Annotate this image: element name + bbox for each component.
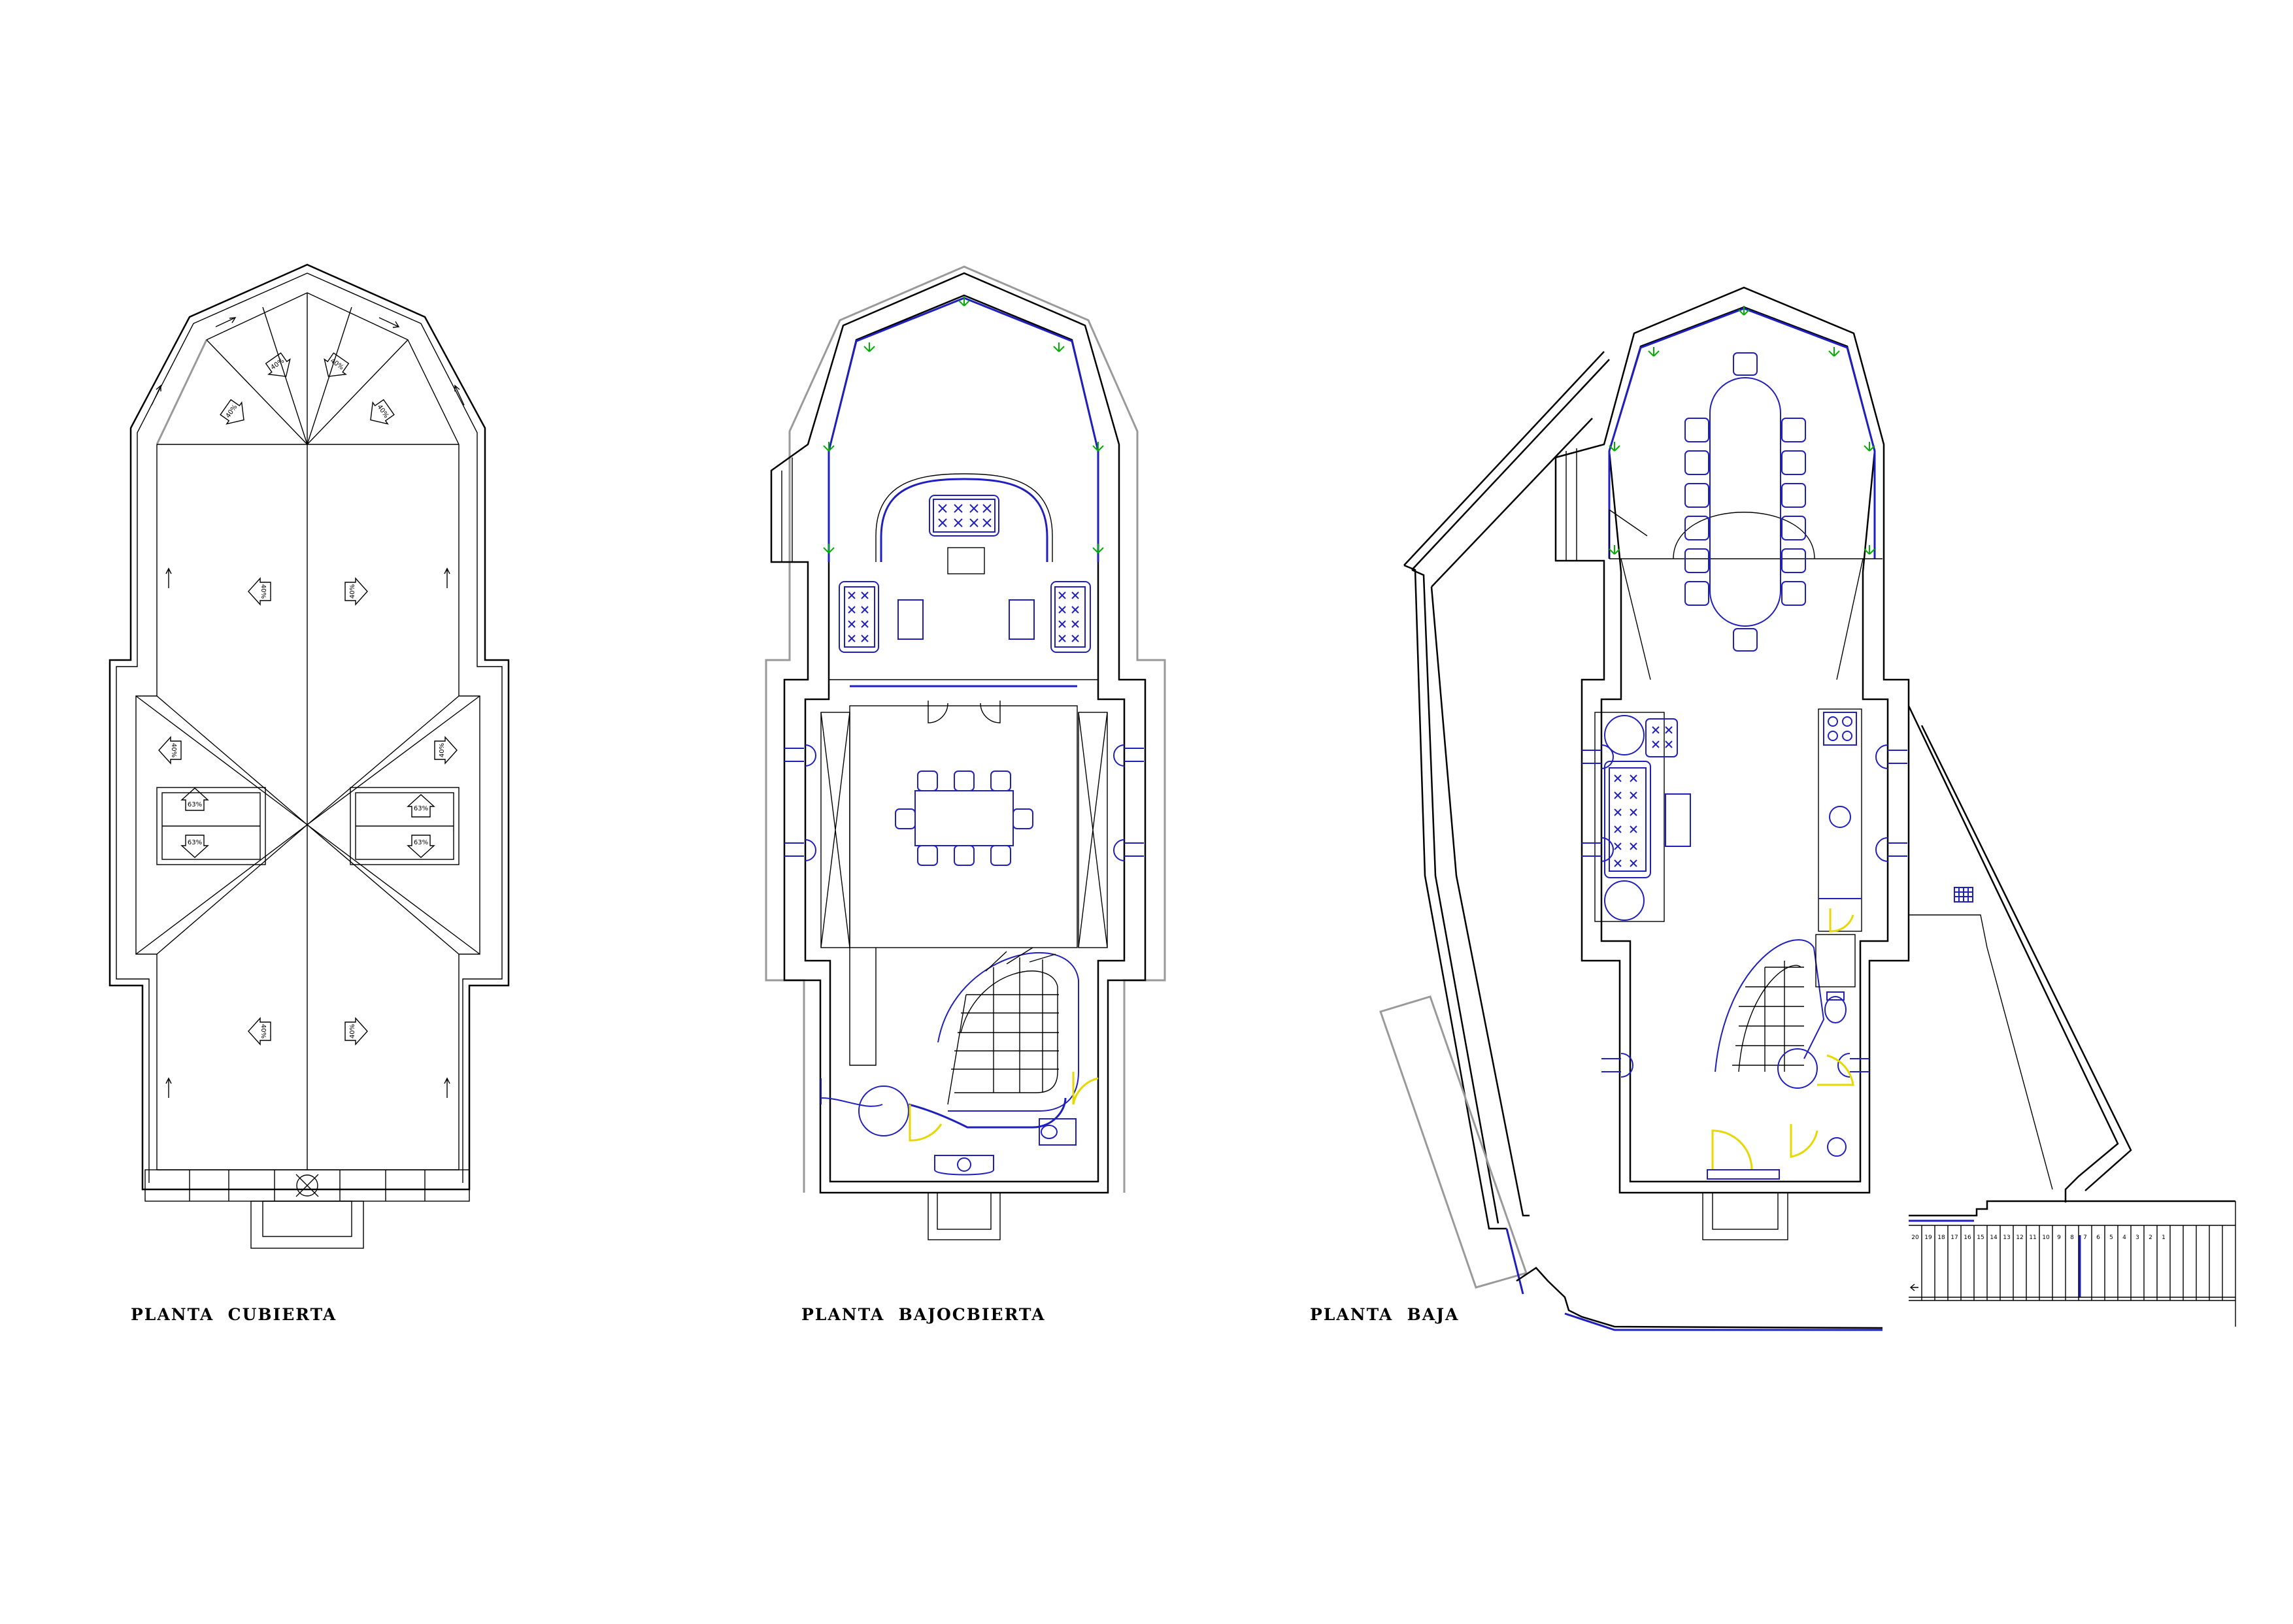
roof-outer-outline-2 bbox=[116, 273, 503, 1183]
stair-step-number: 7 bbox=[2083, 1235, 2087, 1241]
chimney-icon bbox=[296, 1174, 318, 1197]
stair-step-number: 15 bbox=[1977, 1235, 1984, 1241]
svg-text:40%: 40% bbox=[259, 1024, 267, 1038]
sink-icon bbox=[1829, 806, 1851, 828]
stair-step-number: 2 bbox=[2149, 1235, 2152, 1241]
ground-plan-label: PLANTA BAJA bbox=[1310, 1305, 1460, 1324]
svg-text:40%: 40% bbox=[170, 743, 177, 757]
stair-step-number: 14 bbox=[1990, 1235, 1998, 1241]
entry-porch bbox=[250, 1201, 364, 1249]
cooktop-icon bbox=[1823, 712, 1857, 746]
dormer-left bbox=[156, 787, 266, 865]
attic-lounge-furniture bbox=[839, 495, 1091, 653]
site-boundary bbox=[1403, 351, 1610, 588]
ground-dining-table bbox=[1684, 352, 1806, 652]
roof-slope-marker: 40% bbox=[434, 736, 458, 765]
stair-step-number: 3 bbox=[2135, 1235, 2139, 1241]
attic-dining-room bbox=[849, 705, 1078, 948]
svg-text:63%: 63% bbox=[414, 839, 428, 846]
stair-step-number: 4 bbox=[2122, 1235, 2126, 1241]
attic-spiral-stair bbox=[937, 947, 1079, 1112]
stair-step-number: 10 bbox=[2042, 1235, 2050, 1241]
stair-step-number: 8 bbox=[2070, 1235, 2074, 1241]
roof-slope-marker: 40% bbox=[248, 1017, 271, 1046]
ground-windows bbox=[1582, 744, 1907, 1078]
roof-outer-outline bbox=[109, 263, 510, 1191]
dormer-right bbox=[350, 787, 460, 865]
attic-round-table bbox=[858, 1085, 909, 1136]
svg-text:40%: 40% bbox=[259, 584, 267, 599]
svg-text:40%: 40% bbox=[349, 584, 356, 599]
stair-step-number: 19 bbox=[1924, 1235, 1932, 1241]
ground-living-area bbox=[1594, 712, 1665, 922]
ground-toilet-icon bbox=[1824, 996, 1847, 1023]
attic-plan-label: PLANTA BAJOCBIERTA bbox=[801, 1305, 1046, 1324]
svg-text:40%: 40% bbox=[349, 1024, 356, 1038]
attic-plan bbox=[765, 265, 1166, 1240]
ground-exterior-wall bbox=[1554, 286, 1910, 1194]
ground-kitchen-counter bbox=[1818, 708, 1862, 932]
stair-step-number: 20 bbox=[1911, 1235, 1919, 1241]
attic-door-swing bbox=[909, 1104, 943, 1142]
stair-step-number: 6 bbox=[2096, 1235, 2100, 1241]
roof-plan bbox=[109, 263, 510, 1249]
stair-step-number: 11 bbox=[2029, 1235, 2036, 1241]
svg-text:40%: 40% bbox=[439, 743, 446, 757]
roof-plan-label: PLANTA CUBIERTA bbox=[131, 1305, 337, 1324]
ground-light-fixtures bbox=[1609, 306, 1875, 555]
roof-slope-marker: 40% bbox=[248, 577, 271, 606]
exterior-stair-step-numbers: 20 19 18 17 16 15 14 13 12 11 10 9 8 7 6… bbox=[1911, 1235, 2166, 1241]
attic-glazing-arch bbox=[828, 297, 1099, 562]
attic-dining-table bbox=[895, 771, 1033, 866]
roof-slope-marker: 63% bbox=[180, 787, 209, 811]
svg-text:63%: 63% bbox=[188, 801, 202, 808]
roof-slope-marker: 40% bbox=[220, 399, 244, 425]
exterior-stair: 20 19 18 17 16 15 14 13 12 11 10 9 8 7 6… bbox=[1909, 1200, 2236, 1327]
stair-step-number: 12 bbox=[2016, 1235, 2023, 1241]
stair-step-number: 17 bbox=[1950, 1235, 1958, 1241]
attic-exterior-wall bbox=[770, 272, 1146, 1194]
stair-step-number: 18 bbox=[1937, 1235, 1945, 1241]
attic-toilet-icon bbox=[1039, 1118, 1077, 1146]
roof-slope-marker: 63% bbox=[407, 835, 435, 858]
attic-light-fixtures bbox=[823, 297, 1104, 554]
roof-eave-line bbox=[135, 292, 480, 1170]
roof-slope-markers: 40% 40% 40% 40% 40% 40% 40% 40% bbox=[158, 352, 458, 1046]
roof-slope-marker: 63% bbox=[407, 794, 435, 818]
ground-spiral-stair bbox=[1715, 939, 1825, 1089]
roof-slope-marker: 63% bbox=[180, 835, 209, 858]
roof-slope-marker: 40% bbox=[370, 399, 395, 425]
attic-roof-eave-outline bbox=[765, 265, 1166, 1193]
stair-step-number: 9 bbox=[2057, 1235, 2061, 1241]
svg-text:63%: 63% bbox=[414, 805, 428, 812]
roof-slope-marker: 40% bbox=[265, 352, 291, 377]
stair-step-number: 1 bbox=[2162, 1235, 2166, 1241]
ground-door-swings bbox=[1711, 1129, 1753, 1170]
roof-slope-marker: 40% bbox=[324, 352, 350, 377]
attic-windows bbox=[784, 744, 1144, 861]
exterior-stair-step-lines bbox=[1909, 1225, 2235, 1301]
stair-step-number: 5 bbox=[2109, 1235, 2113, 1241]
stair-step-number: 16 bbox=[1964, 1235, 1971, 1241]
svg-text:63%: 63% bbox=[188, 839, 202, 846]
ramp-outline bbox=[1379, 995, 1528, 1289]
stair-step-number: 13 bbox=[2003, 1235, 2010, 1241]
roof-slope-marker: 40% bbox=[344, 1017, 368, 1046]
ground-plan bbox=[1379, 286, 2132, 1331]
roof-slope-marker: 40% bbox=[344, 577, 368, 606]
roof-slope-marker: 40% bbox=[158, 736, 182, 765]
